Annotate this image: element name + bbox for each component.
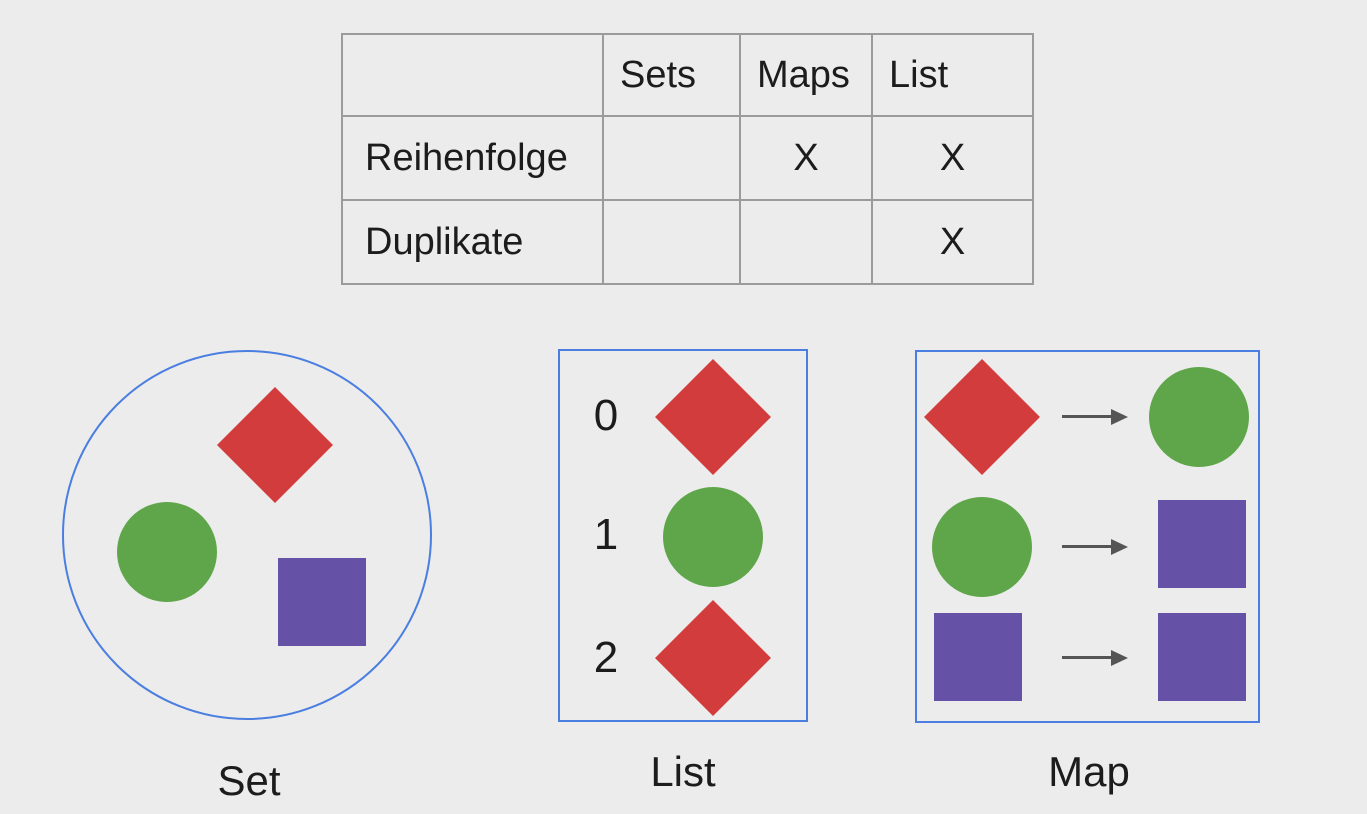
list-index: 1 bbox=[593, 510, 619, 559]
arrow-icon bbox=[1062, 539, 1128, 555]
arrow-head bbox=[1111, 409, 1128, 425]
arrow-line bbox=[1062, 656, 1115, 659]
purple-square-shape bbox=[934, 613, 1022, 701]
green-circle-shape bbox=[1149, 367, 1249, 467]
green-circle-shape bbox=[932, 497, 1032, 597]
green-circle-shape bbox=[663, 487, 763, 587]
list-box bbox=[558, 349, 808, 722]
arrow-icon bbox=[1062, 409, 1128, 425]
set-label: Set bbox=[217, 757, 281, 804]
table-cell-mark: X bbox=[871, 115, 1034, 201]
table-cell-mark bbox=[602, 199, 741, 285]
table-row-label: Reihenfolge bbox=[341, 115, 604, 201]
list-label: List bbox=[650, 748, 716, 795]
purple-square-shape bbox=[1158, 500, 1246, 588]
table-header-sets: Sets bbox=[602, 33, 741, 117]
arrow-line bbox=[1062, 415, 1115, 418]
table-row-label: Duplikate bbox=[341, 199, 604, 285]
table-cell-mark: X bbox=[871, 199, 1034, 285]
arrow-line bbox=[1062, 545, 1115, 548]
set-boundary-circle bbox=[62, 350, 432, 720]
map-label: Map bbox=[1048, 748, 1130, 795]
comparison-table: Sets Maps List Reihenfolge X X Duplikate… bbox=[341, 33, 1034, 285]
arrow-icon bbox=[1062, 650, 1128, 666]
table-cell-mark: X bbox=[739, 115, 873, 201]
table-cell-mark bbox=[739, 199, 873, 285]
green-circle-shape bbox=[117, 502, 217, 602]
arrow-head bbox=[1111, 650, 1128, 666]
list-index: 0 bbox=[593, 391, 619, 440]
arrow-head bbox=[1111, 539, 1128, 555]
purple-square-shape bbox=[278, 558, 366, 646]
table-header-list: List bbox=[871, 33, 1034, 117]
map-box bbox=[915, 350, 1260, 723]
list-index: 2 bbox=[593, 633, 619, 682]
table-corner-cell bbox=[341, 33, 604, 117]
table-row: Duplikate X bbox=[341, 199, 1034, 285]
table-cell-mark bbox=[602, 115, 741, 201]
table-header-maps: Maps bbox=[739, 33, 873, 117]
table-row: Reihenfolge X X bbox=[341, 115, 1034, 201]
table-header-row: Sets Maps List bbox=[341, 33, 1034, 117]
purple-square-shape bbox=[1158, 613, 1246, 701]
